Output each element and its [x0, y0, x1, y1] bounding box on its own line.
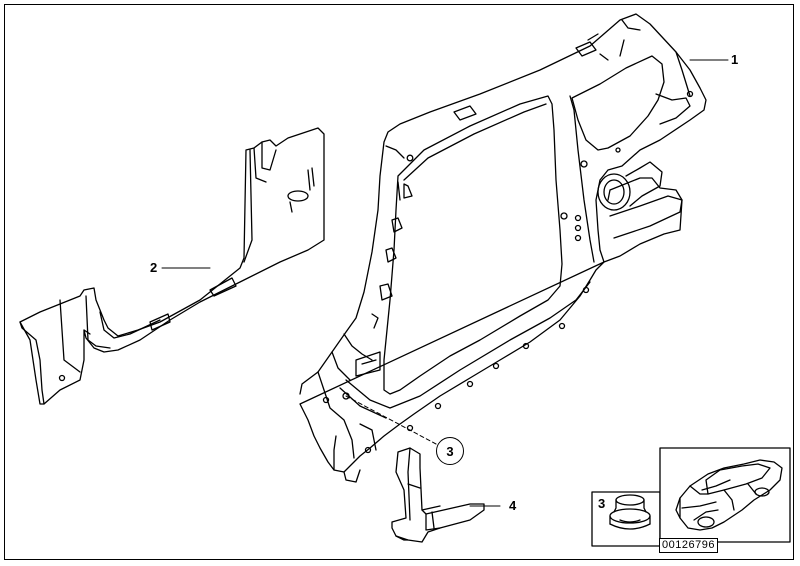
leader-line-part-3	[345, 395, 437, 445]
sill-panel-part-2	[19, 127, 325, 405]
grommet-inset	[591, 491, 661, 547]
callout-part-4: 4	[509, 498, 517, 513]
side-frame-part-1	[299, 13, 707, 483]
diagram-frame	[4, 4, 794, 560]
car-location-inset	[659, 447, 791, 543]
catalog-number: 00126796	[659, 538, 718, 553]
callout-part-1: 1	[731, 52, 739, 67]
bracket-part-4	[391, 447, 485, 543]
callout-part-3-inset: 3	[598, 496, 606, 511]
callout-part-3-circled: 3	[436, 437, 464, 465]
callout-part-2: 2	[150, 260, 158, 275]
